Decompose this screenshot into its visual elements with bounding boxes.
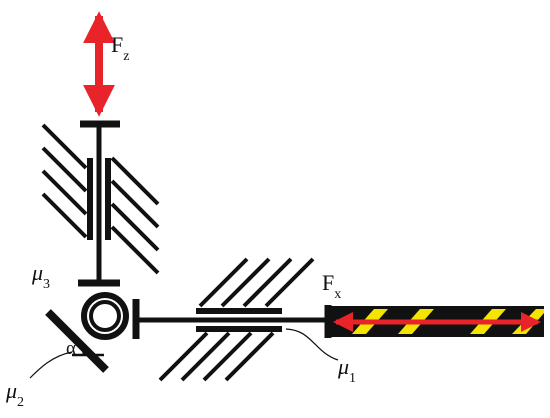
inclined-surface bbox=[45, 309, 109, 373]
mu1-label: μ1 bbox=[337, 354, 356, 386]
force-z-label: Fz bbox=[111, 32, 129, 64]
force-x-label: Fx bbox=[322, 270, 341, 302]
angle-alpha-label: α bbox=[66, 338, 76, 359]
roller-inner bbox=[89, 300, 121, 332]
horizontal-guide-hatch-top bbox=[198, 257, 315, 308]
angle-arc bbox=[79, 345, 86, 356]
mu1-leader-line bbox=[285, 328, 339, 361]
horizontal-guide-hatch-bottom bbox=[158, 331, 275, 382]
vertical-guide-hatch-left bbox=[41, 123, 88, 239]
mu2-label: μ2 bbox=[5, 378, 24, 410]
horizontal-guide bbox=[132, 257, 332, 382]
load-bar bbox=[330, 306, 544, 337]
vertical-guide-hatch-right bbox=[110, 156, 160, 275]
mu3-label: μ3 bbox=[31, 260, 50, 292]
roller-joint bbox=[45, 292, 129, 373]
mu2-leader-line bbox=[29, 351, 73, 379]
vertical-guide bbox=[41, 120, 160, 287]
